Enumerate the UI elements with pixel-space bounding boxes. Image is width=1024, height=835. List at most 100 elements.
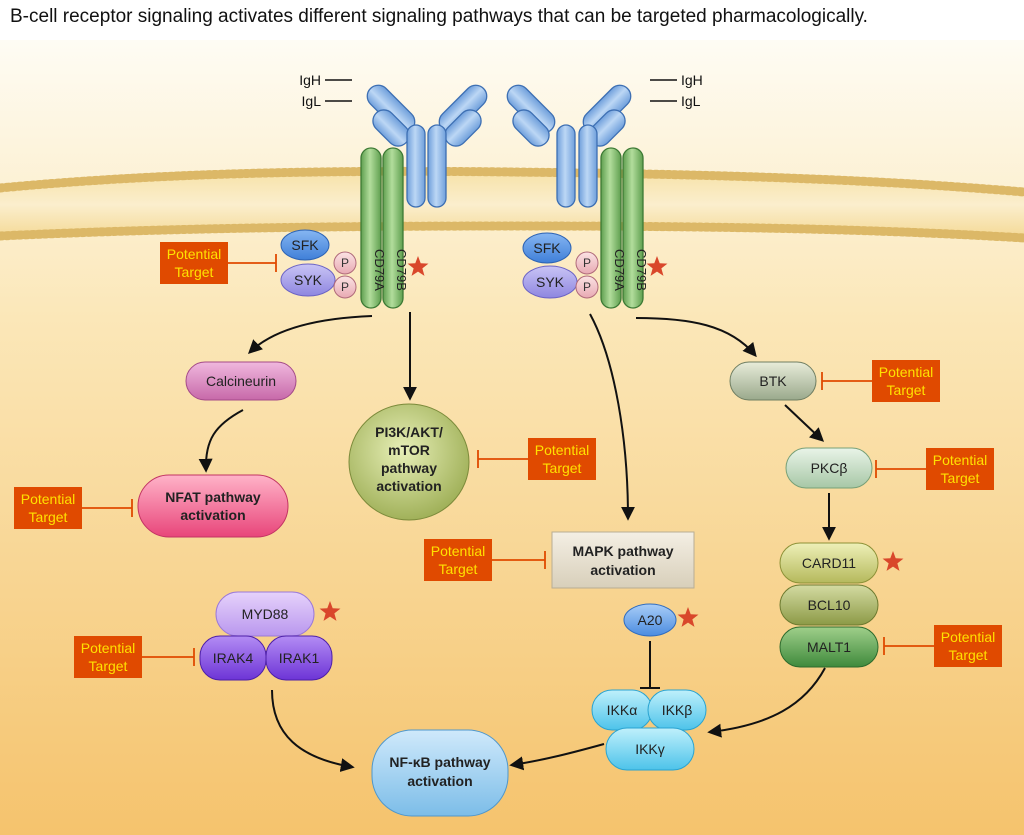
svg-text:Target: Target [175,264,214,280]
svg-text:Potential: Potential [167,246,221,262]
arrow-to-btk [635,317,757,358]
ikkb-label: IKKβ [662,702,693,718]
cd79b-chain-right [622,147,644,309]
svg-text:Potential: Potential [879,364,933,380]
arrow-malt1-to-ikk [707,667,826,738]
svg-text:Target: Target [543,460,582,476]
arrow-calcineurin-to-nfat [198,409,244,473]
svg-text:Target: Target [439,561,478,577]
card11-node: CARD11 [779,542,879,584]
ikkg-node: IKKγ [605,727,695,771]
myd88-node: MYD88 [215,591,315,637]
phospho-label-left-1: P [341,256,349,270]
svg-text:Target: Target [89,658,128,674]
nfat-label-line1: NFAT pathway [165,489,261,505]
pi3k-node: PI3K/AKT/ mTOR pathway activation [348,403,470,521]
nfkb-node: NF-κB pathway activation [371,729,509,817]
svg-text:Potential: Potential [81,640,135,656]
igh-label-right: IgH [681,72,703,88]
cd79b-chain-left [382,147,404,309]
cell-membrane [0,166,1024,243]
arrow-btk-to-pkcb [784,404,825,442]
potential-target-nfat: Potential Target [14,487,133,529]
phospho-node-right-1 [575,251,599,275]
cd79b-label-right: CD79B [634,249,649,291]
sfk-node-left [280,229,330,261]
arrow-to-calcineurin [247,315,373,354]
calcineurin-node: Calcineurin [185,361,297,401]
potential-target-pkcb: Potential Target [875,448,994,490]
svg-text:Potential: Potential [941,629,995,645]
pi3k-label-line1: PI3K/AKT/ [375,424,443,440]
potential-target-malt1: Potential Target [883,625,1002,667]
igh-label-left: IgH [299,72,321,88]
phospho-label-left-2: P [341,280,349,294]
signaling-arrows [198,312,836,772]
pkcb-label: PKCβ [811,460,848,476]
bcr-signaling-diagram: CD79A CD79B SFK SYK P P IgH IgL CD79A CD… [0,40,1024,835]
ikka-label: IKKα [607,702,638,718]
malt1-label: MALT1 [807,639,851,655]
svg-text:Potential: Potential [431,543,485,559]
card11-label: CARD11 [802,555,856,571]
bcr-receptor-right: CD79A CD79B SFK SYK P P IgH IgL [506,72,703,309]
irak4-label: IRAK4 [213,650,254,666]
pi3k-label-line3: pathway [381,460,437,476]
star-icon-card11 [882,551,904,571]
pkcb-node: PKCβ [785,447,873,489]
cd79a-chain-right [600,147,622,309]
svg-text:Potential: Potential [933,452,987,468]
potential-target-mapk: Potential Target [424,539,546,581]
svg-text:Target: Target [29,509,68,525]
phospho-node-right-2 [575,275,599,299]
nfat-node: NFAT pathway activation [137,474,289,538]
syk-label-left: SYK [294,272,323,288]
pi3k-label-line2: mTOR [388,442,430,458]
sfk-label-right: SFK [533,240,561,256]
nfkb-label-line1: NF-κB pathway [389,754,490,770]
irak1-label: IRAK1 [279,650,320,666]
syk-label-right: SYK [536,274,565,290]
igl-label-left: IgL [302,93,322,109]
btk-label: BTK [759,373,787,389]
bcr-receptor-left: CD79A CD79B SFK SYK P P IgH IgL [280,72,488,309]
potential-target-sfk: Potential Target [160,242,277,284]
ikka-node: IKKα [591,689,653,731]
star-icon-a20 [677,607,699,627]
svg-text:Target: Target [941,470,980,486]
nfkb-label-line2: activation [407,773,472,789]
irak4-node: IRAK4 [199,635,267,681]
ikkb-node: IKKβ [647,689,707,731]
mapk-node: MAPK pathway activation [551,531,695,589]
calcineurin-label: Calcineurin [206,373,276,389]
potential-target-pi3k: Potential Target [477,438,596,480]
phospho-node-left-1 [333,251,357,275]
figure-title: B-cell receptor signaling activates diff… [10,6,868,27]
bcl10-label: BCL10 [808,597,851,613]
myd88-label: MYD88 [242,606,289,622]
svg-text:Potential: Potential [21,491,75,507]
cd79b-label-left: CD79B [394,249,409,291]
arrow-ikk-to-nfkb [509,743,605,771]
mapk-label-line1: MAPK pathway [572,543,673,559]
phospho-node-left-2 [333,275,357,299]
malt1-node: MALT1 [779,626,879,668]
a20-node: A20 [623,603,677,637]
star-icon-cd79b-left [407,256,429,276]
bcl10-node: BCL10 [779,584,879,626]
mapk-label-line2: activation [590,562,655,578]
potential-target-btk: Potential Target [821,360,940,402]
arrow-to-mapk [589,313,635,521]
cd79a-label-left: CD79A [372,249,387,291]
nfat-label-line2: activation [180,507,245,523]
arrow-irak-to-nfkb [271,689,355,772]
star-icon-cd79b-right [646,256,668,276]
ikkg-label: IKKγ [635,741,665,757]
svg-text:Potential: Potential [535,442,589,458]
svg-text:Target: Target [887,382,926,398]
syk-node-left [280,263,336,297]
star-icon-myd88 [319,601,341,621]
a20-label: A20 [638,612,663,628]
cd79a-chain-left [360,147,382,309]
sfk-node-right [522,232,572,264]
